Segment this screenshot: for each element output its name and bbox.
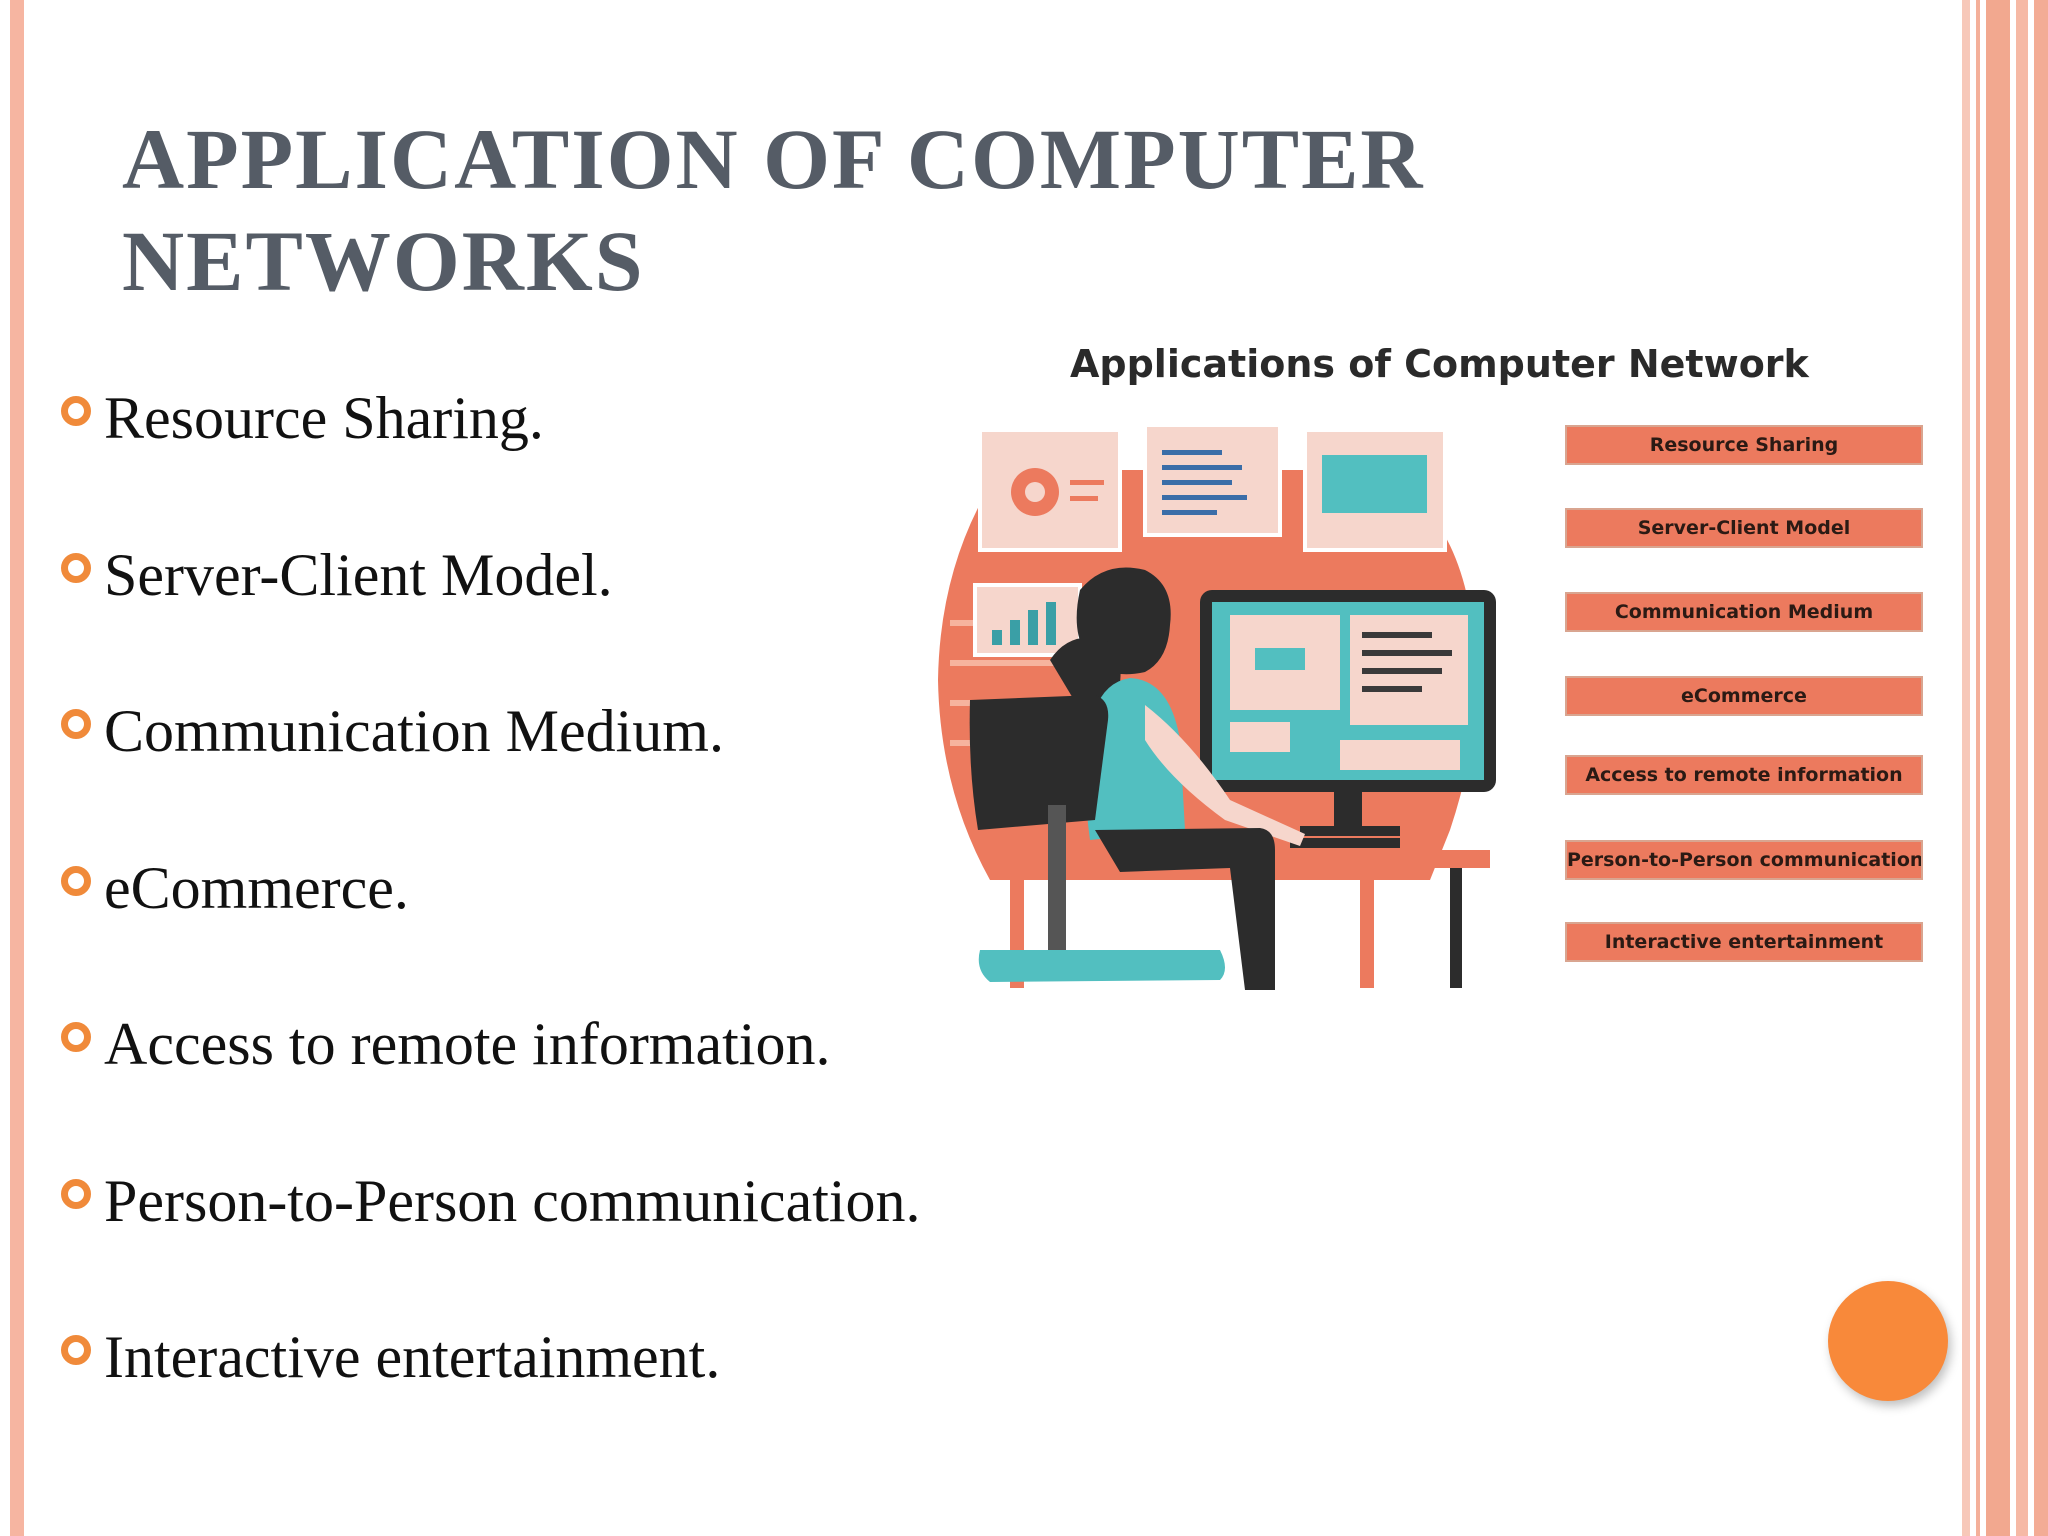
bullet-text: Access to remote information.	[104, 1011, 831, 1077]
bullet-item: Access to remote information.	[58, 998, 921, 1155]
applications-figure: Applications of Computer Network	[930, 330, 1930, 1000]
figure-label: Resource Sharing	[1565, 425, 1923, 465]
slide-right-stripe	[1976, 0, 1980, 1536]
slide-right-border	[1986, 0, 2010, 1536]
bullet-text: Interactive entertainment.	[104, 1324, 721, 1390]
ring-bullet-icon	[61, 396, 91, 426]
figure-label: Person-to-Person communication	[1565, 840, 1923, 880]
ring-bullet-icon	[61, 1335, 91, 1365]
slide-right-stripe	[2016, 0, 2028, 1536]
orange-circle-nav[interactable]	[1828, 1281, 1948, 1401]
ring-bullet-icon	[61, 1178, 91, 1209]
bullet-item: Server-Client Model.	[58, 529, 921, 686]
bullet-item: eCommerce.	[58, 842, 921, 999]
ring-bullet-icon	[61, 552, 91, 583]
bullet-text: Communication Medium.	[104, 698, 724, 764]
ring-bullet-icon	[61, 1022, 91, 1052]
bullet-item: Communication Medium.	[58, 685, 921, 842]
slide-title: APPLICATION OF COMPUTER NETWORKS	[122, 108, 1602, 312]
figure-label: eCommerce	[1565, 676, 1923, 716]
ring-bullet-icon	[61, 865, 91, 896]
figure-label: Server-Client Model	[1565, 508, 1923, 548]
bullet-item: Person-to-Person communication.	[58, 1155, 921, 1312]
figure-label: Access to remote information	[1565, 755, 1923, 795]
figure-title: Applications of Computer Network	[1070, 342, 1809, 386]
bullet-text: Server-Client Model.	[104, 541, 613, 608]
slide-right-stripe	[2034, 0, 2048, 1536]
slide-title-line: APPLICATION OF COMPUTER	[122, 111, 1425, 207]
figure-label: Interactive entertainment	[1565, 922, 1923, 962]
bullet-text: Person-to-Person communication.	[104, 1167, 921, 1234]
bullet-item: Resource Sharing.	[58, 372, 921, 529]
slide-left-border	[10, 0, 24, 1536]
slide-title-line: NETWORKS	[122, 213, 645, 309]
slide-right-stripe	[1962, 0, 1970, 1536]
bullet-text: eCommerce.	[104, 854, 409, 921]
figure-label: Communication Medium	[1565, 592, 1923, 632]
bullet-text: Resource Sharing.	[104, 385, 544, 451]
bullet-list: Resource Sharing. Server-Client Model. C…	[58, 372, 921, 1468]
bullet-item: Interactive entertainment.	[58, 1311, 921, 1468]
person-at-computer-illustration	[938, 423, 1496, 990]
ring-bullet-icon	[61, 709, 91, 739]
